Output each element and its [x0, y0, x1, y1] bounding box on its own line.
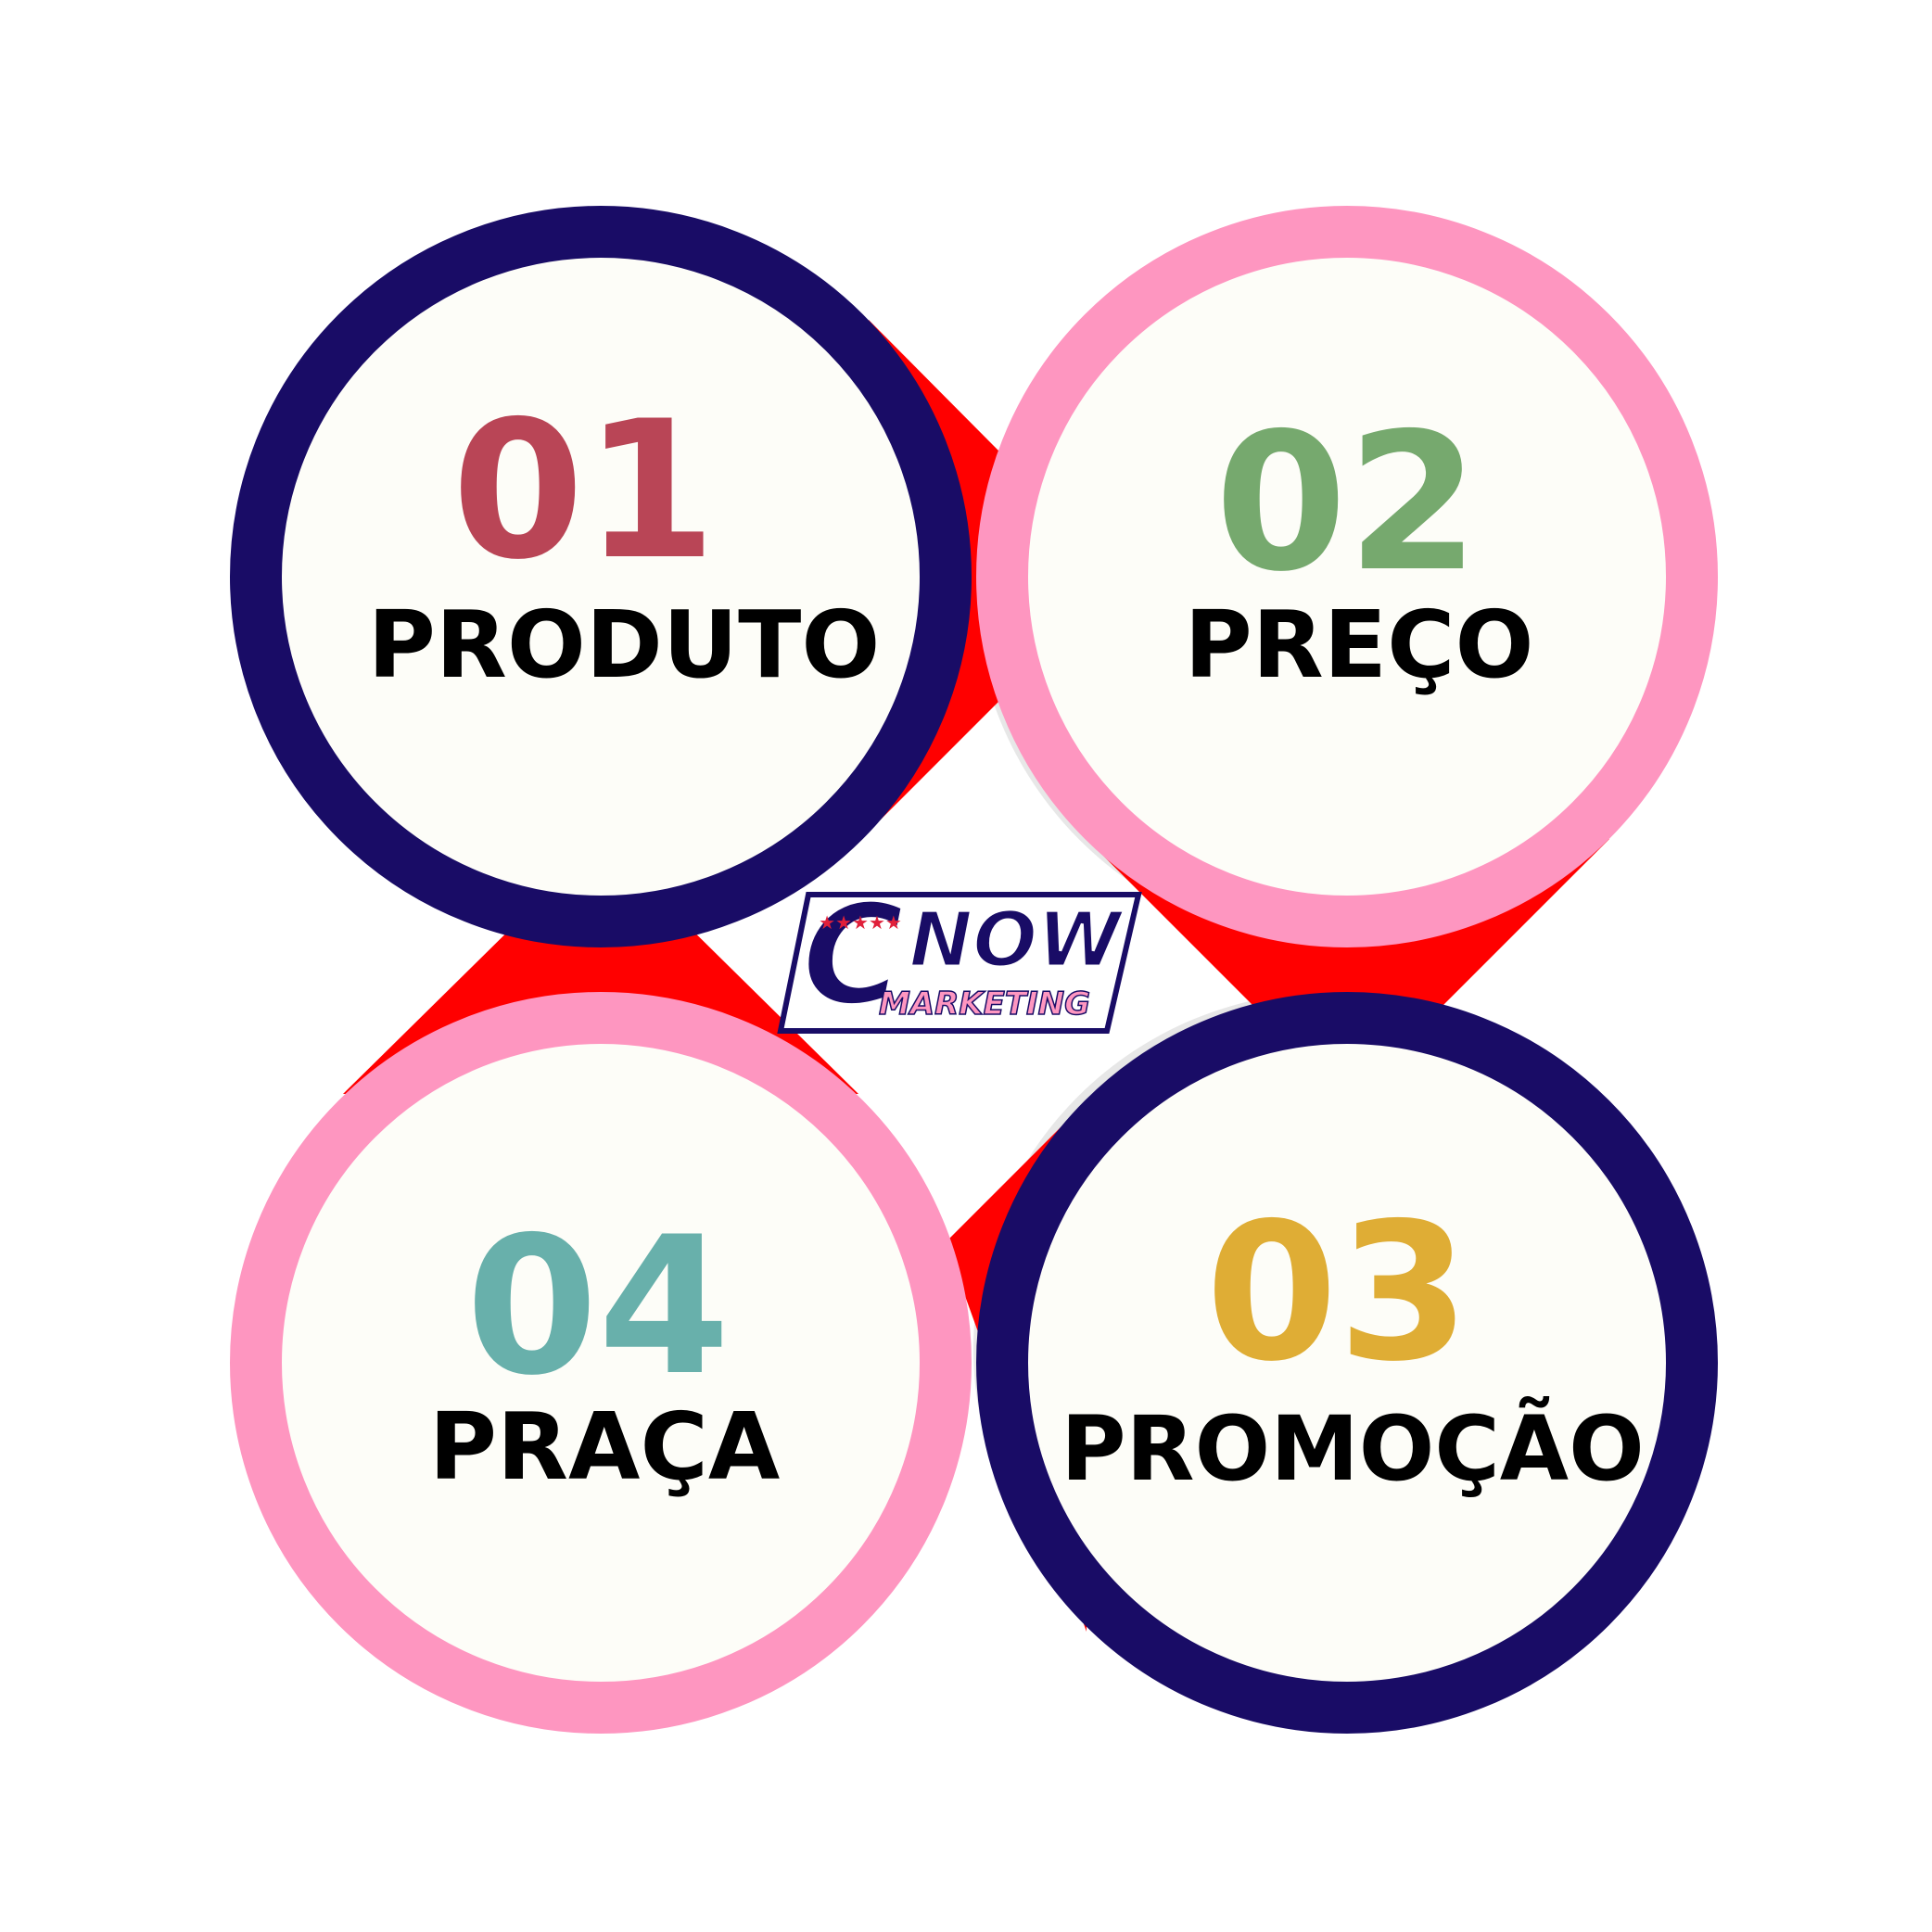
ring-02	[976, 206, 1718, 947]
step-number-02: 02	[1214, 393, 1479, 614]
logo-sub-text: MARKETING	[879, 985, 1090, 1023]
step-number-03: 03	[1205, 1183, 1469, 1404]
logo-stars: ★★★★★	[819, 911, 902, 934]
step-label-03: PROMOÇÃO	[1061, 1396, 1644, 1501]
step-03: 03 PROMOÇÃO	[976, 992, 1718, 1734]
step-04: 04 PRAÇA	[230, 992, 972, 1734]
step-label-01: PRODUTO	[368, 591, 881, 699]
step-number-04: 04	[465, 1197, 730, 1417]
logo-letter: C	[802, 875, 904, 1036]
step-label-04: PRAÇA	[429, 1392, 780, 1501]
step-label-02: PREÇO	[1184, 591, 1533, 699]
logo-badge-outline	[777, 892, 1142, 1034]
step-number-01: 01	[451, 381, 716, 602]
ring-03	[976, 992, 1718, 1734]
cnow-marketing-logo: C ★★★★★ NOW MARKETING	[777, 873, 1142, 1038]
ring-04	[230, 992, 972, 1734]
step-02: 02 PREÇO	[976, 206, 1718, 947]
step-01: 01 PRODUTO	[230, 206, 972, 947]
ring-01	[230, 206, 972, 947]
logo-main-text: NOW	[909, 896, 1125, 985]
